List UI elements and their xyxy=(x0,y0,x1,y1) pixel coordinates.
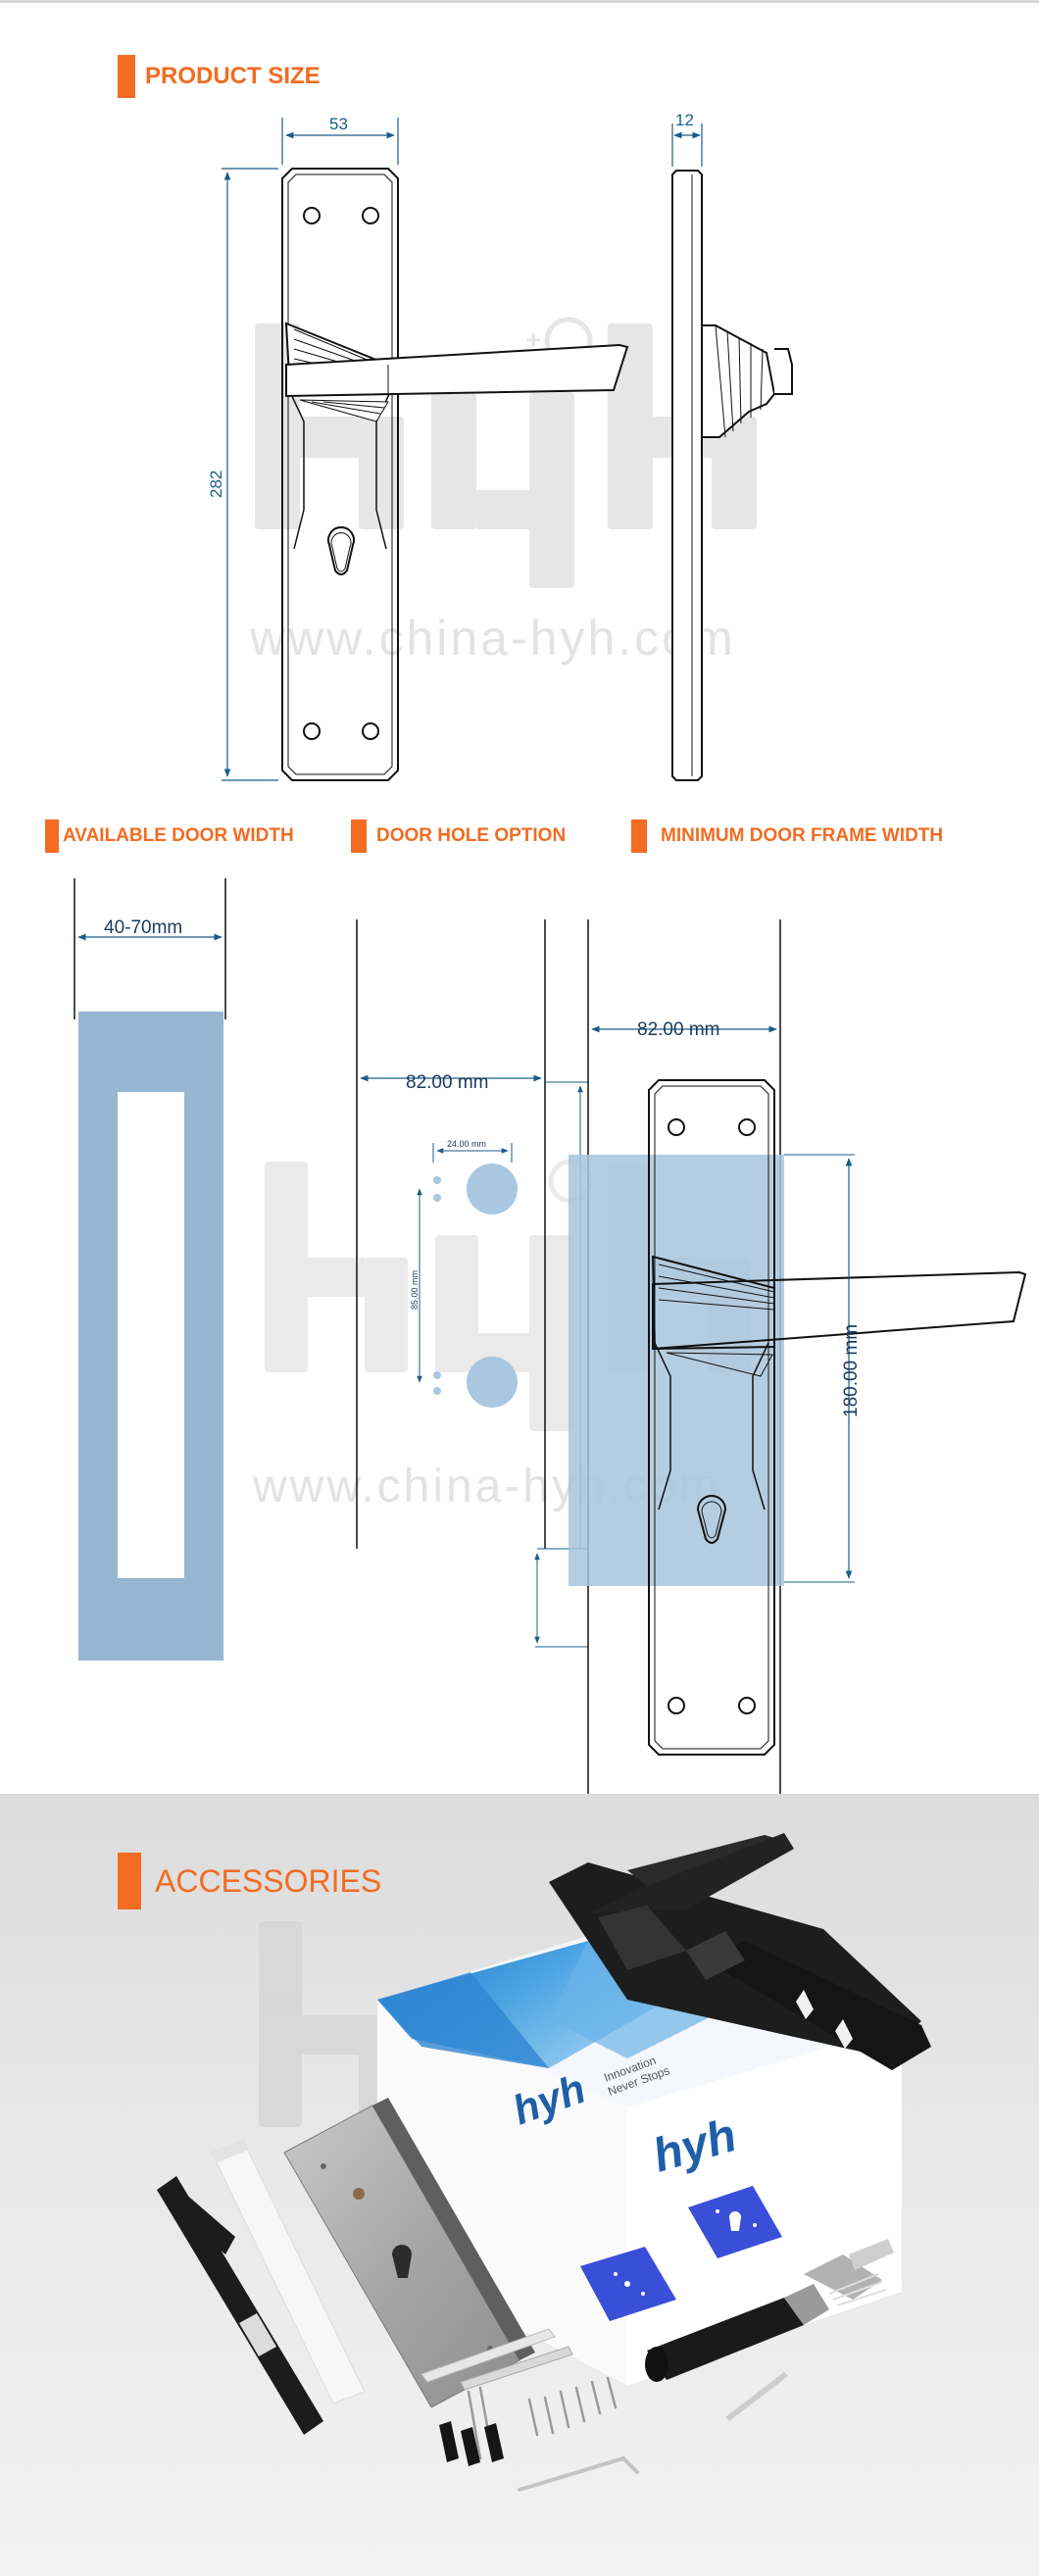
dim-thickness-label: 12 xyxy=(675,111,694,129)
black-handle-set xyxy=(549,1833,931,2070)
section-title-door-hole-option: DOOR HOLE OPTION xyxy=(351,819,566,853)
spindle-rods xyxy=(421,2328,788,2421)
front-view-drawing xyxy=(281,168,629,781)
section-title-minimum-door-frame-width: MINIMUM DOOR FRAME WIDTH xyxy=(631,819,943,853)
watermark-top: + xyxy=(255,317,757,588)
blue-escutcheon-left xyxy=(580,2247,676,2321)
section-title-text: ACCESSORIES xyxy=(155,1862,382,1899)
hole-offset-label: 82.00 mm xyxy=(406,1072,488,1093)
title-marker xyxy=(351,819,367,853)
dim-height-label: 282 xyxy=(207,471,225,498)
door-width-label: 40-70mm xyxy=(104,917,182,938)
packaging-box: CE xyxy=(376,1920,903,2387)
frame-width-label: 82.00 mm xyxy=(637,1019,719,1040)
mortise-lock-body xyxy=(283,2098,535,2408)
section-title-text: MINIMUM DOOR FRAME WIDTH xyxy=(661,825,944,846)
section-title-accessories: ACCESSORIES xyxy=(118,1853,381,1909)
lock-cylinder xyxy=(645,2239,894,2382)
door-width-diagram xyxy=(74,878,226,1660)
title-marker xyxy=(118,55,135,98)
side-view-drawing xyxy=(671,170,793,781)
section-title-product-size: PRODUCT SIZE xyxy=(118,55,321,98)
title-marker xyxy=(45,819,59,853)
blue-escutcheon-right xyxy=(688,2186,782,2258)
title-marker xyxy=(631,819,647,853)
strike-plate xyxy=(157,2176,323,2435)
section-title-available-door-width: AVAILABLE DOOR WIDTH xyxy=(45,819,294,853)
wall-plugs xyxy=(439,2421,504,2466)
title-marker xyxy=(118,1853,141,1909)
hole-diameter-label: 24.00 mm xyxy=(447,1139,486,1149)
allen-key xyxy=(518,2455,639,2492)
section-title-text: DOOR HOLE OPTION xyxy=(376,825,567,846)
dim-height xyxy=(222,168,278,781)
watermark-url-top: www.china-hyh.com xyxy=(249,611,736,666)
frame-width-diagram xyxy=(569,919,1027,1794)
hole-spacing-label: 85.00 mm xyxy=(410,1270,420,1310)
section-title-text: AVAILABLE DOOR WIDTH xyxy=(63,825,294,846)
plastic-box xyxy=(211,2140,366,2404)
top-divider xyxy=(0,0,1039,3)
dim-thickness xyxy=(671,124,703,167)
door-hole-diagram xyxy=(356,919,588,1648)
svg-text:+: + xyxy=(525,324,541,355)
dim-width-label: 53 xyxy=(329,115,348,133)
section-title-text: PRODUCT SIZE xyxy=(145,63,321,89)
screws xyxy=(467,2376,618,2460)
handle-spacing-label: 180.00 mm xyxy=(841,1324,862,1417)
dim-width xyxy=(281,118,399,165)
